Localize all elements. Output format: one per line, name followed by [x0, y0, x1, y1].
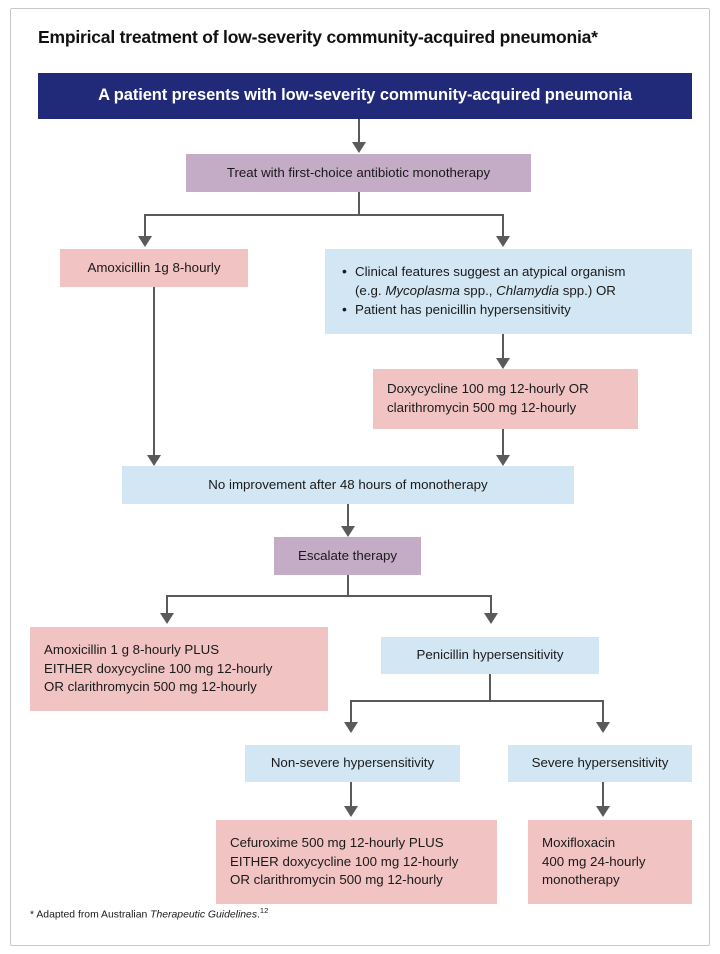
footnote-reference: 12	[259, 906, 269, 915]
moxifloxacin-line2: 400 mg 24-hourly	[542, 853, 646, 869]
doxycycline-line1: Doxycycline 100 mg 12-hourly OR	[387, 381, 589, 397]
connector-penicillin-left	[350, 700, 353, 726]
connector-escalate-right	[490, 595, 493, 617]
moxifloxacin-line1: Moxifloxacin	[542, 834, 616, 850]
node-cefuroxime: Cefuroxime 500 mg 12-hourly PLUS EITHER …	[216, 820, 497, 904]
atypical-bullet-1-line1: Clinical features suggest an atypical or…	[355, 263, 626, 279]
arrowhead-moxifloxacin	[596, 806, 610, 817]
connector-firstchoice-left	[144, 214, 147, 240]
arrowhead-noimprovement-right	[496, 455, 510, 466]
node-moxifloxacin: Moxifloxacin 400 mg 24-hourly monotherap…	[528, 820, 692, 904]
arrowhead-amoxicillin	[138, 236, 152, 247]
node-first-choice: Treat with first-choice antibiotic monot…	[186, 154, 531, 192]
arrowhead-doxycycline	[496, 358, 510, 369]
figure-footnote: * Adapted from Australian Therapeutic Gu…	[30, 906, 268, 920]
node-amoxicillin: Amoxicillin 1g 8-hourly	[60, 249, 248, 287]
atypical-eg: (e.g.	[355, 282, 386, 298]
atypical-spp-1: spp.,	[459, 282, 497, 298]
atypical-bullet-1: Clinical features suggest an atypical or…	[342, 262, 678, 301]
escalate-amoxicillin-line2: EITHER doxycycline 100 mg 12-hourly	[44, 660, 273, 676]
node-non-severe: Non-severe hypersensitivity	[245, 745, 460, 782]
atypical-bullet-2: Patient has penicillin hypersensitivity	[342, 300, 678, 320]
connector-firstchoice-stem	[358, 192, 361, 216]
footnote-prefix: * Adapted from Australian	[30, 909, 151, 921]
footnote-suffix: .	[257, 909, 260, 921]
connector-penicillin-right	[602, 700, 605, 726]
connector-firstchoice-right	[502, 214, 505, 240]
atypical-bullet-1-line2: (e.g. Mycoplasma spp., Chlamydia spp.) O…	[355, 282, 678, 301]
connector-firstchoice-split	[144, 214, 504, 217]
connector-escalate-left	[166, 595, 169, 617]
arrowhead-atypical	[496, 236, 510, 247]
figure-title: Empirical treatment of low-severity comm…	[38, 27, 598, 47]
cefuroxime-line1: Cefuroxime 500 mg 12-hourly PLUS	[230, 834, 444, 850]
arrowhead-escalate	[341, 526, 355, 537]
escalate-amoxicillin-line1: Amoxicillin 1 g 8-hourly PLUS	[44, 641, 220, 657]
connector-escalate-stem	[347, 575, 350, 597]
arrowhead-escalate-amoxicillin	[160, 613, 174, 624]
moxifloxacin-line3: monotherapy	[542, 872, 620, 888]
connector-penicillin-stem	[489, 674, 492, 702]
cefuroxime-line2: EITHER doxycycline 100 mg 12-hourly	[230, 853, 459, 869]
arrowhead-cefuroxime	[344, 806, 358, 817]
connector-severe-to-moxifloxacin	[602, 782, 605, 810]
connector-noimprovement-to-escalate	[347, 504, 350, 530]
atypical-spp-2: spp.) OR	[559, 282, 616, 298]
organism-chlamydia: Chlamydia	[496, 282, 559, 298]
node-atypical-criteria: Clinical features suggest an atypical or…	[325, 249, 692, 334]
node-escalate: Escalate therapy	[274, 537, 421, 575]
node-no-improvement: No improvement after 48 hours of monothe…	[122, 466, 574, 504]
arrowhead-non-severe	[344, 722, 358, 733]
connector-amoxicillin-to-noimprovement	[153, 287, 156, 459]
organism-mycoplasma: Mycoplasma	[385, 282, 460, 298]
atypical-bullet-list: Clinical features suggest an atypical or…	[339, 262, 678, 322]
node-severe: Severe hypersensitivity	[508, 745, 692, 782]
connector-nonsevere-to-cefuroxime	[350, 782, 353, 810]
footnote-source: Therapeutic Guidelines	[150, 909, 258, 921]
connector-presentation-to-firstchoice	[358, 119, 361, 146]
node-presentation: A patient presents with low-severity com…	[38, 73, 692, 119]
escalate-amoxicillin-line3: OR clarithromycin 500 mg 12-hourly	[44, 679, 257, 695]
cefuroxime-line3: OR clarithromycin 500 mg 12-hourly	[230, 872, 443, 888]
connector-atypical-to-doxycycline	[502, 334, 505, 362]
node-escalate-amoxicillin: Amoxicillin 1 g 8-hourly PLUS EITHER dox…	[30, 627, 328, 711]
node-penicillin-hypersensitivity: Penicillin hypersensitivity	[381, 637, 599, 674]
connector-doxycycline-to-noimprovement	[502, 429, 505, 459]
connector-escalate-split	[166, 595, 492, 598]
connector-penicillin-split	[350, 700, 604, 703]
arrowhead-penicillin-hypersensitivity	[484, 613, 498, 624]
arrowhead-firstchoice	[352, 142, 366, 153]
doxycycline-line2: clarithromycin 500 mg 12-hourly	[387, 400, 577, 415]
node-doxycycline: Doxycycline 100 mg 12-hourly OR clarithr…	[373, 369, 638, 429]
arrowhead-severe	[596, 722, 610, 733]
arrowhead-noimprovement-left	[147, 455, 161, 466]
